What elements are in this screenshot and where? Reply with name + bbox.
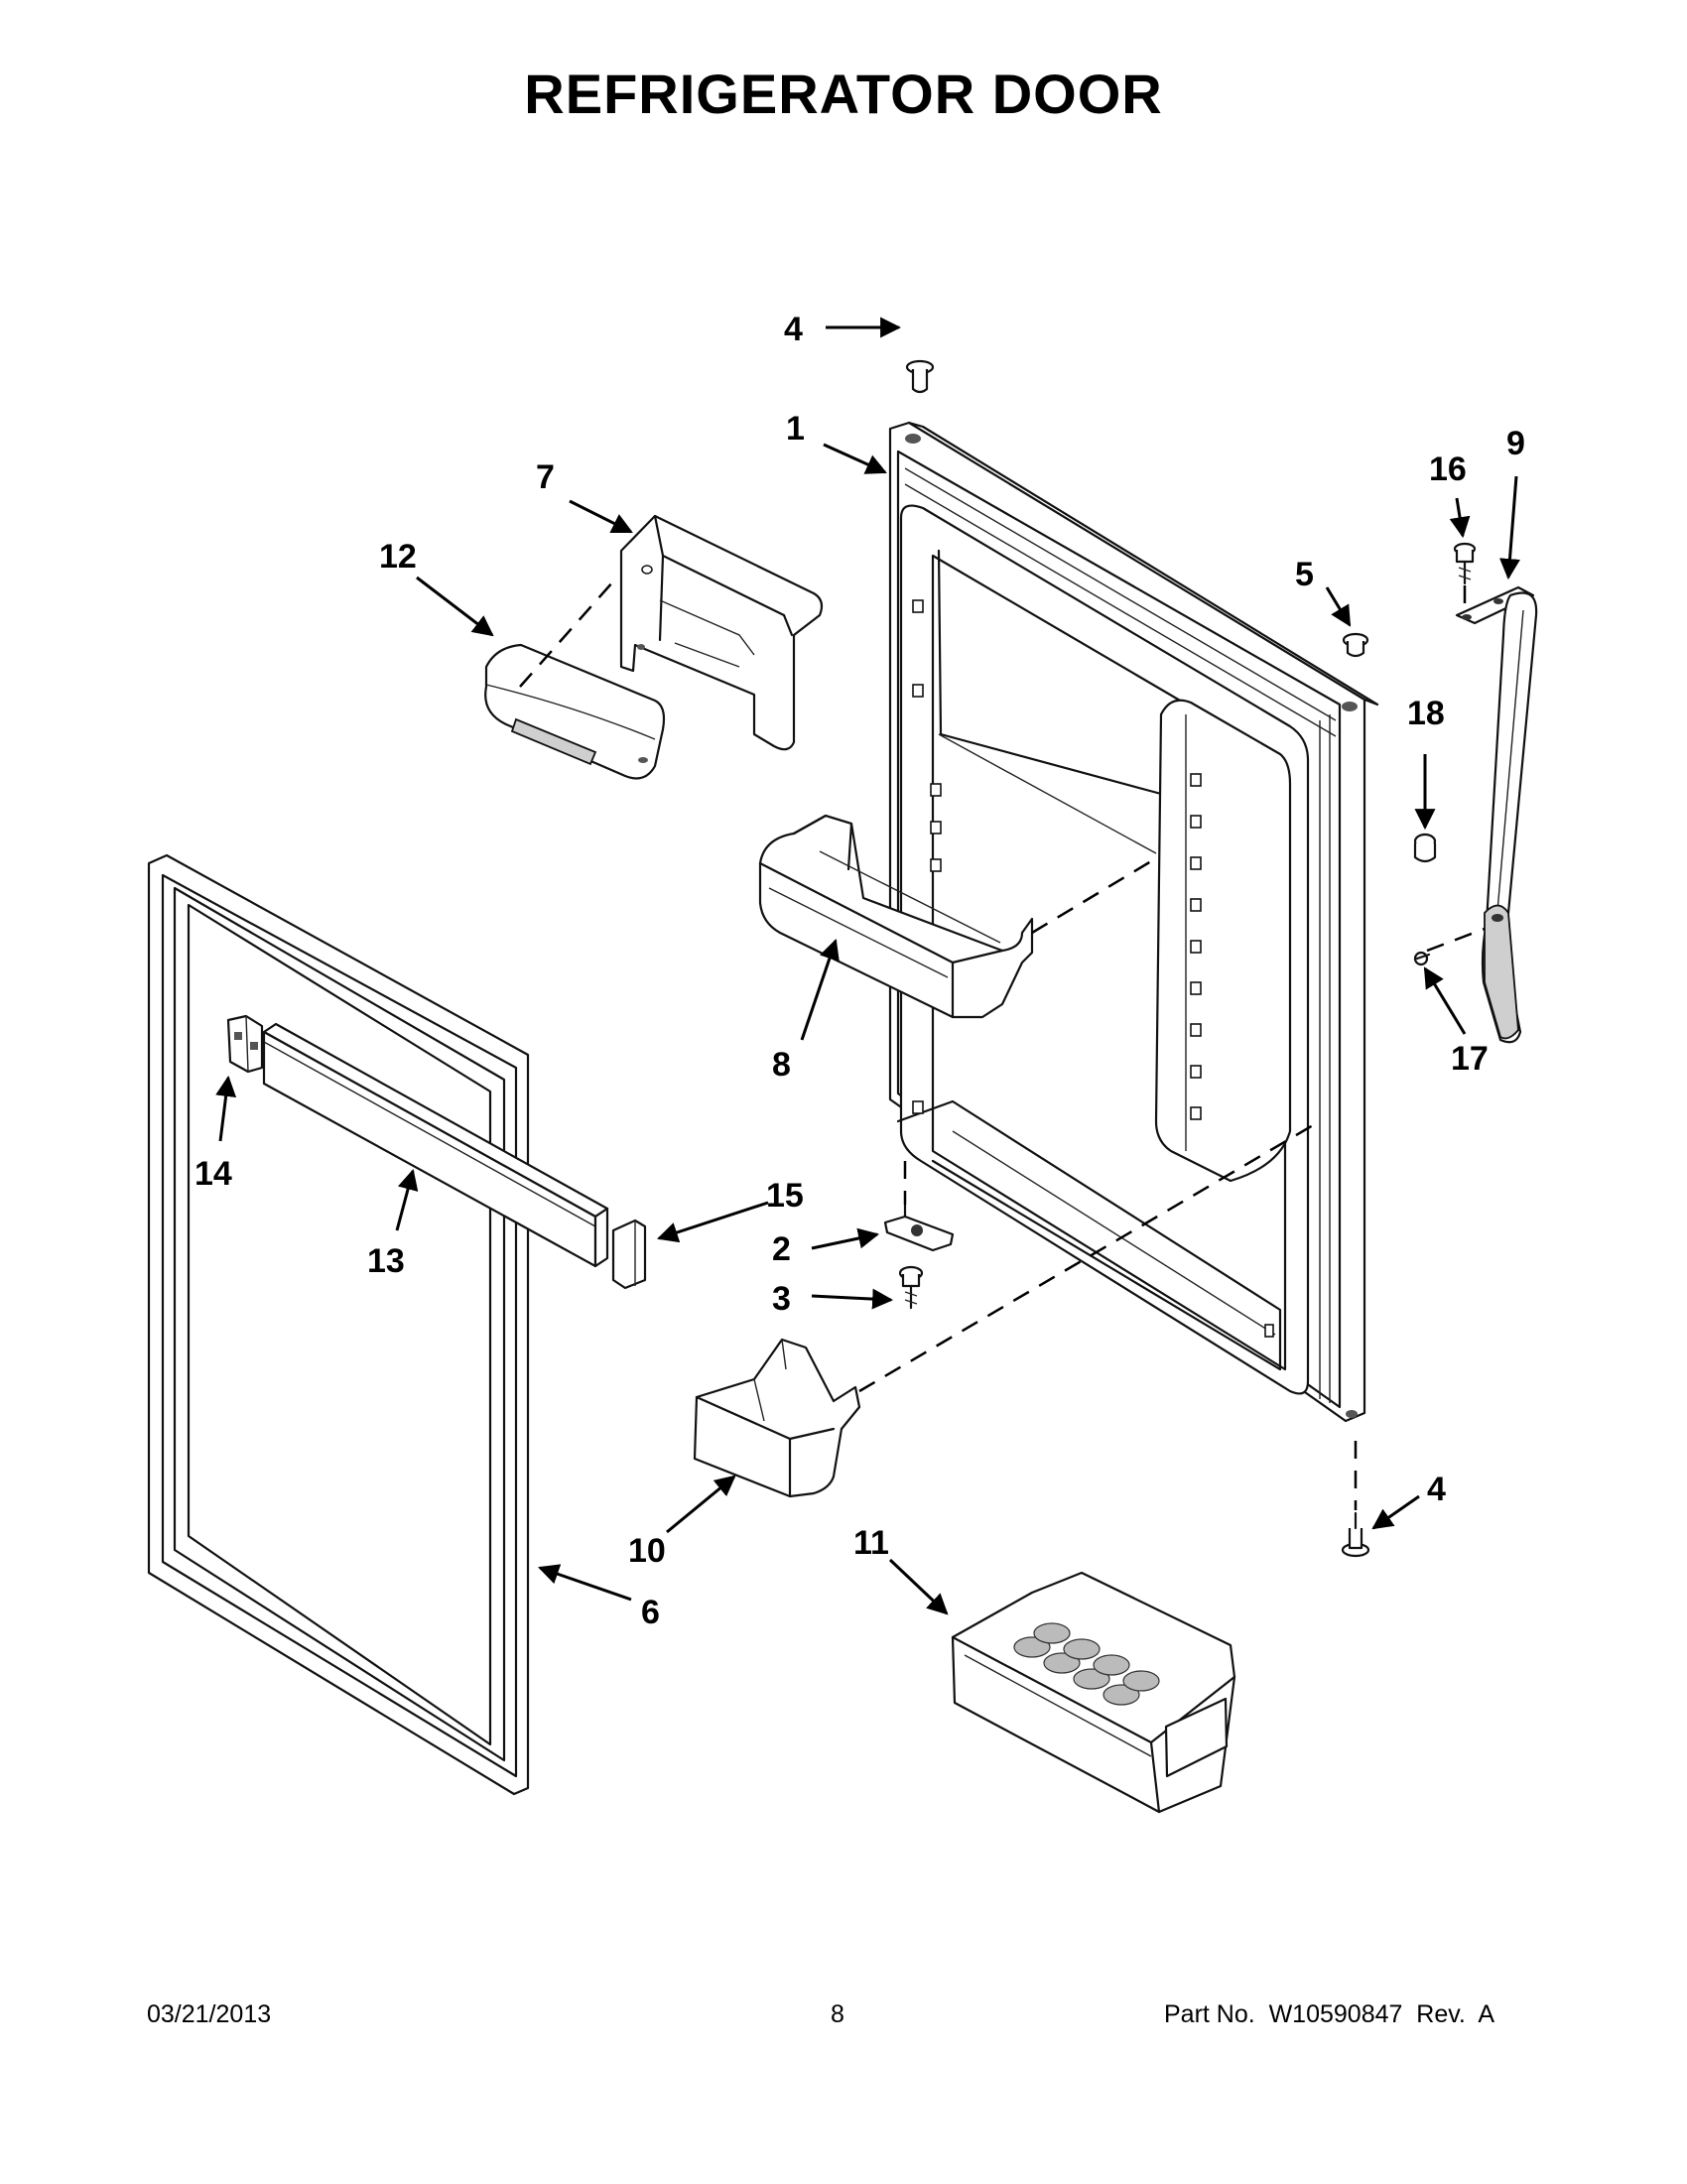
callout-4-top: 4 (784, 311, 803, 348)
callout-5: 5 (1295, 556, 1314, 593)
page-title: REFRIGERATOR DOOR (524, 63, 1163, 125)
callout-6: 6 (641, 1594, 660, 1631)
door-liner-part (888, 421, 1379, 1423)
callout-18: 18 (1407, 695, 1445, 732)
callout-labels: 4 1 7 12 5 16 9 18 17 8 14 13 15 2 3 4 1… (195, 311, 1525, 1631)
screw-17-part (1413, 951, 1431, 966)
hole-plug-part (1342, 632, 1369, 658)
callout-1: 1 (786, 410, 805, 448)
hinge-pin-bottom-part (1341, 1511, 1370, 1558)
callout-3: 3 (772, 1280, 791, 1318)
callout-11: 11 (853, 1524, 889, 1562)
ice-bin-part (951, 1571, 1236, 1814)
leader-arrows (215, 317, 1520, 1615)
alignment-lines (519, 580, 1486, 1510)
callout-7: 7 (536, 458, 555, 496)
bumper-part (1413, 833, 1437, 863)
callout-17: 17 (1451, 1040, 1489, 1078)
callout-16: 16 (1429, 450, 1467, 488)
shelf-end-cap-left-part (226, 1014, 264, 1074)
screw-16-part (1453, 542, 1477, 585)
footer-part-number: Part No. W10590847 Rev. A (1164, 2000, 1495, 2028)
callout-9: 9 (1506, 425, 1525, 462)
callout-2: 2 (772, 1230, 791, 1268)
footer-page-number: 8 (831, 2000, 844, 2028)
callout-15: 15 (766, 1177, 804, 1215)
screw-3-part (898, 1265, 924, 1310)
dairy-door-part (484, 643, 666, 780)
callout-4-bottom: 4 (1427, 1471, 1446, 1508)
dairy-housing-part (619, 514, 824, 751)
hinge-bracket-part (883, 1203, 955, 1252)
small-bin-part (693, 1338, 861, 1498)
callout-12: 12 (379, 538, 417, 576)
door-bin-part (758, 814, 1034, 1019)
door-handle-part (1455, 585, 1538, 1044)
door-gasket-part (147, 853, 530, 1796)
callout-8: 8 (772, 1046, 791, 1084)
hinge-pin-top-part (905, 359, 935, 394)
callout-10: 10 (628, 1532, 666, 1570)
shelf-end-cap-right-part (611, 1219, 647, 1290)
callout-13: 13 (367, 1242, 405, 1280)
shelf-rail-part (262, 1022, 609, 1268)
callout-14: 14 (195, 1155, 232, 1193)
footer-date: 03/21/2013 (147, 2000, 272, 2028)
